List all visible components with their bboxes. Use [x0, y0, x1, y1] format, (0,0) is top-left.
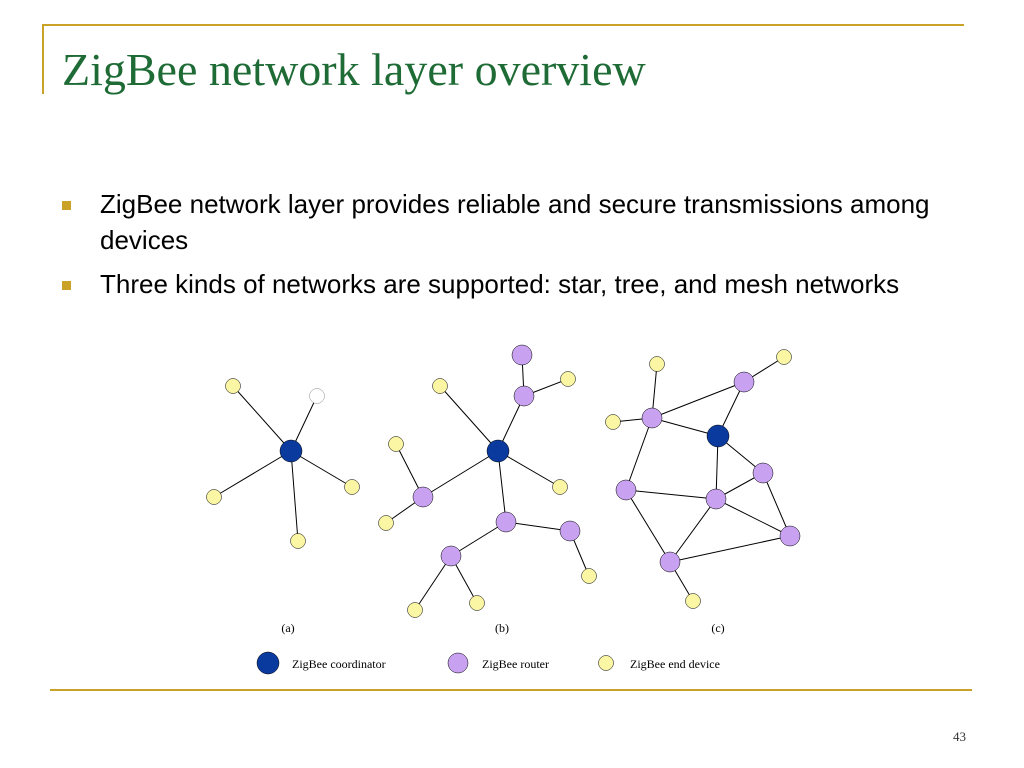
mesh-end-device-node	[776, 349, 792, 365]
tree-network-link	[497, 450, 507, 523]
tree-router-node	[495, 511, 517, 533]
star-network-link	[290, 450, 353, 488]
tree-router-node	[559, 520, 581, 542]
tree-network-link	[450, 521, 507, 557]
mesh-end-device-node	[649, 356, 665, 372]
tree-router-node	[440, 545, 462, 567]
frame-top-line	[42, 24, 964, 26]
tree-router-node	[412, 486, 434, 508]
mesh-end-device-node	[605, 414, 621, 430]
panel-label-mesh: (c)	[711, 621, 724, 635]
mesh-router-node	[641, 407, 663, 429]
mesh-coordinator-node	[706, 424, 730, 448]
bullet-item: Three kinds of networks are supported: s…	[60, 266, 940, 302]
end-device-legend-icon	[598, 655, 614, 671]
mesh-network-link	[625, 489, 671, 563]
legend: ZigBee coordinator ZigBee router ZigBee …	[256, 651, 720, 675]
tree-router-node	[511, 344, 533, 366]
mesh-router-node	[705, 488, 727, 510]
slide-title: ZigBee network layer overview	[62, 44, 646, 95]
frame-bottom-line	[50, 689, 972, 691]
mesh-network-link	[651, 417, 719, 437]
tree-end-device-node	[432, 378, 448, 394]
star-network-link	[232, 385, 292, 452]
frame-left-line	[42, 24, 44, 94]
mesh-router-node	[779, 525, 801, 547]
tree-end-device-node	[378, 515, 394, 531]
mesh-network-link	[762, 472, 791, 537]
edges-layer	[213, 354, 791, 611]
tree-end-device-node	[552, 479, 568, 495]
bullet-text: Three kinds of networks are supported: s…	[100, 269, 900, 299]
tree-end-device-node	[388, 436, 404, 452]
mesh-network-link	[625, 417, 653, 491]
tree-network-link	[497, 450, 561, 488]
tree-network-link	[439, 385, 499, 452]
mesh-network-link	[625, 489, 717, 500]
bullet-item: ZigBee network layer provides reliable a…	[60, 186, 940, 258]
star-empty-device-node	[309, 388, 325, 404]
legend-coordinator-label: ZigBee coordinator	[292, 657, 386, 671]
mesh-network-link	[669, 535, 791, 563]
mesh-network-link	[715, 498, 791, 537]
panel-label-star: (a)	[281, 621, 294, 635]
page-number: 43	[953, 729, 966, 744]
mesh-router-node	[615, 479, 637, 501]
bullet-list: ZigBee network layer provides reliable a…	[60, 186, 940, 310]
star-end-device-node	[225, 378, 241, 394]
router-legend-icon	[447, 652, 469, 674]
mesh-router-node	[733, 371, 755, 393]
mesh-router-node	[659, 551, 681, 573]
bullet-text: ZigBee network layer provides reliable a…	[100, 189, 930, 255]
legend-router-label: ZigBee router	[482, 657, 549, 671]
legend-end-device-label: ZigBee end device	[630, 657, 720, 671]
star-end-device-node	[290, 533, 306, 549]
mesh-network-link	[669, 498, 717, 563]
star-end-device-node	[344, 479, 360, 495]
nodes-layer	[206, 344, 801, 618]
star-end-device-node	[206, 489, 222, 505]
star-network-link	[213, 450, 292, 498]
mesh-end-device-node	[685, 593, 701, 609]
tree-router-node	[513, 385, 535, 407]
tree-network-link	[505, 521, 571, 532]
mesh-router-node	[752, 462, 774, 484]
tree-network-link	[422, 450, 499, 498]
tree-end-device-node	[560, 371, 576, 387]
tree-coordinator-node	[486, 439, 510, 463]
star-network-link	[290, 450, 299, 542]
bullet-square-icon	[62, 281, 71, 290]
bullet-square-icon	[62, 201, 71, 210]
mesh-network-link	[651, 381, 745, 419]
coordinator-legend-icon	[256, 651, 280, 675]
tree-network-link	[414, 555, 452, 611]
star-coordinator-node	[279, 439, 303, 463]
panel-label-tree: (b)	[495, 621, 509, 635]
tree-end-device-node	[469, 595, 485, 611]
tree-end-device-node	[581, 568, 597, 584]
tree-end-device-node	[407, 602, 423, 618]
